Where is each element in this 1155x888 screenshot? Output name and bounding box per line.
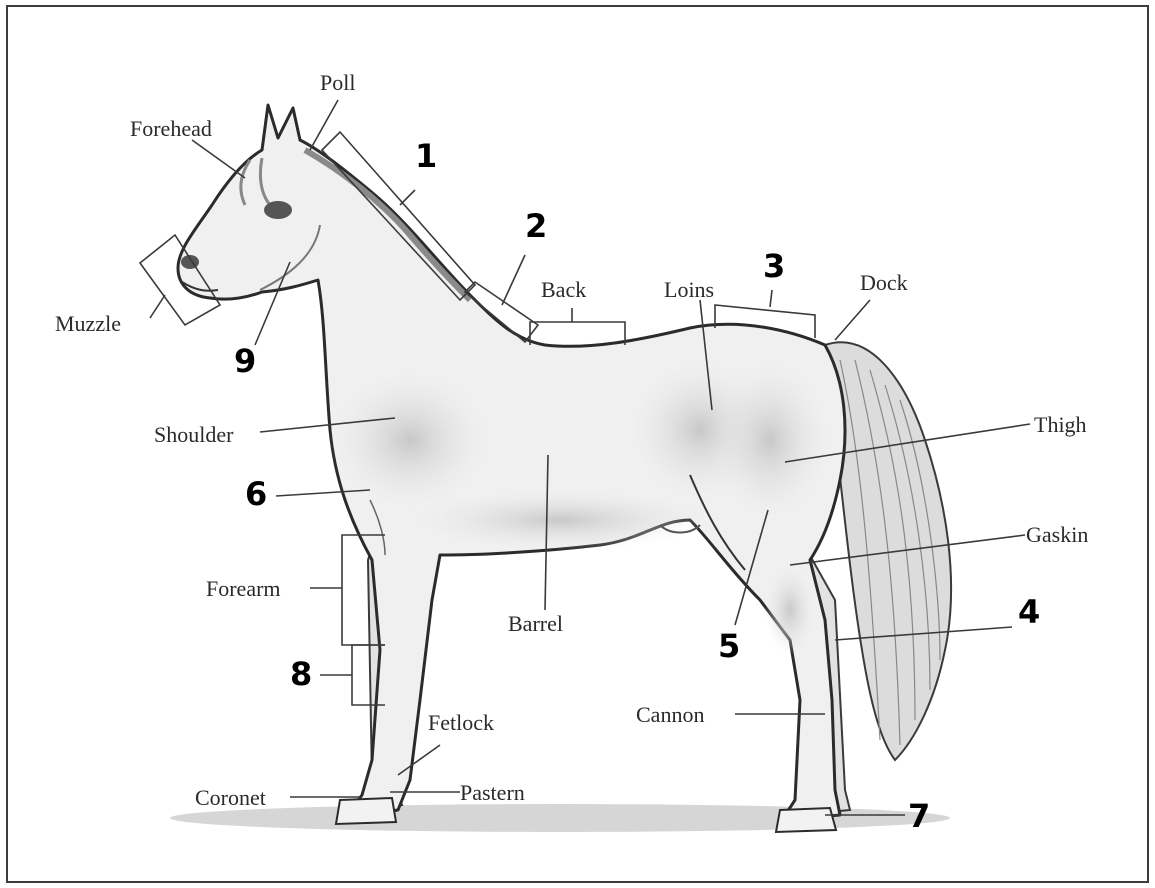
label-loins: Loins [664,279,714,301]
number-7: 7 [908,800,930,832]
label-muzzle: Muzzle [55,313,121,335]
label-forearm: Forearm [206,578,281,600]
label-gaskin: Gaskin [1026,524,1088,546]
label-coronet: Coronet [195,787,266,809]
number-4: 4 [1018,596,1040,628]
belly-shade [410,490,710,550]
gaskin-shade [765,565,815,655]
label-thigh: Thigh [1034,414,1087,436]
number-2: 2 [525,210,547,242]
number-9: 9 [234,345,256,377]
label-cannon: Cannon [636,704,704,726]
label-forehead: Forehead [130,118,212,140]
hip-shade [710,360,830,520]
label-pastern: Pastern [460,782,525,804]
label-barrel: Barrel [508,613,563,635]
shoulder-shade [330,370,490,510]
number-5: 5 [718,630,740,662]
hind-hoof [776,808,836,832]
number-8: 8 [290,658,312,690]
label-back: Back [541,279,586,301]
label-poll: Poll [320,72,355,94]
number-3: 3 [763,250,785,282]
number-1: 1 [415,140,437,172]
front-hoof [336,798,396,824]
label-dock: Dock [860,272,908,294]
horse-eye [264,201,292,219]
label-shoulder: Shoulder [154,424,233,446]
label-fetlock: Fetlock [428,712,494,734]
number-6: 6 [245,478,267,510]
